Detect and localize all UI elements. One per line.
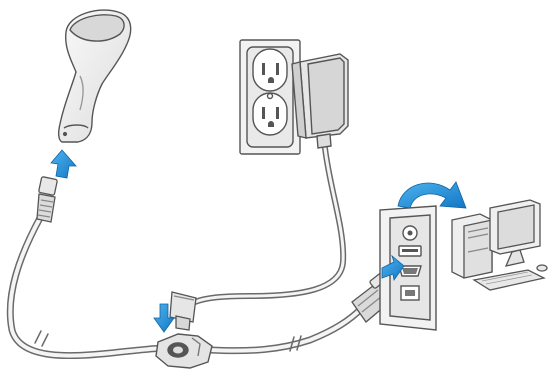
insert-cable-into-scanner-arrow (51, 150, 76, 178)
handheld-barcode-scanner-icon (59, 10, 131, 142)
desktop-computer-icon (452, 200, 547, 290)
power-outlet-icon (240, 40, 300, 154)
dc-power-plug-icon (170, 292, 196, 330)
scanner-cable-plug (37, 177, 57, 222)
power-cable (195, 148, 343, 302)
power-adapter-icon (292, 54, 348, 148)
computer-rear-view-arrow (398, 182, 466, 208)
cable-junction-box (156, 334, 212, 368)
